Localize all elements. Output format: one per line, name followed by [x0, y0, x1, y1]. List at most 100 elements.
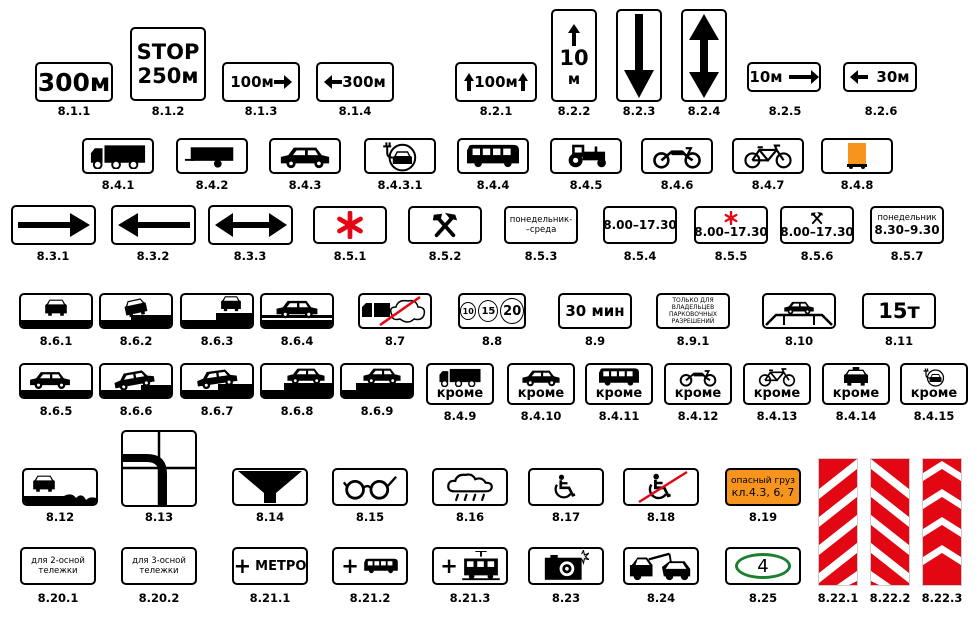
- caption-8-12: 8.12: [45, 510, 75, 524]
- caption-8-2-4: 8.2.4: [687, 104, 721, 118]
- sign-8-5-7: понедельник 8.30–9.30: [870, 206, 944, 244]
- car-icon: [519, 367, 563, 387]
- blind-pedestrians-icon: [342, 473, 398, 501]
- caption-8-5-1: 8.5.1: [333, 249, 367, 263]
- except-label: кроме: [832, 386, 880, 401]
- caption-8-18: 8.18: [646, 510, 676, 524]
- caption-8-8: 8.8: [481, 334, 503, 348]
- sign-8-5-1: [313, 206, 387, 244]
- sign-8-4-2: [176, 138, 248, 174]
- sign-8-8: 10 15 20: [458, 293, 526, 329]
- trailer-icon: [183, 143, 241, 169]
- truck-icon: [89, 143, 147, 169]
- caption-8-24: 8.24: [646, 591, 676, 605]
- obstacle-marker-icon: [923, 459, 961, 585]
- sign-8-13: [121, 430, 197, 507]
- caption-8-6-4: 8.6.4: [280, 334, 314, 348]
- sign-text: 10м: [749, 68, 783, 86]
- caption-8-9: 8.9: [584, 334, 606, 348]
- except-label: кроме: [436, 386, 484, 401]
- sign-8-4-14: кроме: [822, 363, 890, 405]
- sign-8-1-4: 300м: [316, 62, 394, 102]
- hammers-icon: [431, 211, 459, 239]
- sign-line1: понедельник: [877, 213, 937, 223]
- caption-8-22-3: 8.22.3: [921, 591, 963, 605]
- inspection-ramp-icon: [765, 301, 833, 326]
- sign-text: 300м: [37, 67, 111, 97]
- caption-8-4-4: 8.4.4: [476, 178, 510, 192]
- caption-8-21-3: 8.21.3: [449, 591, 491, 605]
- arrow-up-icon: [464, 73, 475, 91]
- sign-text: 30м: [876, 68, 910, 86]
- lane-arrow-down-icon: [238, 471, 302, 503]
- sign-8-16: [432, 468, 508, 506]
- caption-8-20-1: 8.20.1: [37, 591, 79, 605]
- except-disabled-icon: [638, 470, 688, 504]
- caption-8-4-9: 8.4.9: [443, 409, 477, 423]
- sign-8-14: [232, 468, 308, 506]
- caption-8-5-6: 8.5.6: [800, 249, 834, 263]
- caption-8-4-13: 8.4.13: [756, 409, 798, 423]
- arrow-left-icon: [117, 213, 190, 237]
- sign-8-18: [623, 468, 699, 506]
- arrow-right-icon: [273, 75, 292, 89]
- sign-line1: STOP: [136, 40, 200, 64]
- sign-8-4-13: кроме: [743, 363, 811, 405]
- arrow-right-icon: [788, 70, 819, 84]
- time-to: 9.30: [910, 223, 940, 237]
- bicycle-icon: [742, 143, 794, 169]
- sign-8-9-1: только для владельцев парковочных разреш…: [656, 293, 730, 329]
- caption-8-15: 8.15: [355, 510, 385, 524]
- truck-icon: [438, 367, 482, 387]
- caption-8-22-1: 8.22.1: [817, 591, 859, 605]
- tram-icon: [462, 551, 500, 581]
- sign-8-4-5: [550, 138, 622, 174]
- caption-8-1-3: 8.1.3: [244, 104, 278, 118]
- caption-8-5-5: 8.5.5: [714, 249, 748, 263]
- sign-8-5-2: [408, 206, 482, 244]
- sign-line1: только для: [672, 297, 714, 304]
- sign-8-9: 30 мин: [558, 293, 632, 329]
- time-from: 8.00: [603, 218, 633, 232]
- sign-line1: понедельник-: [509, 215, 573, 225]
- sign-8-2-2: 10 м: [551, 9, 597, 102]
- parking-curb-icon: [101, 297, 171, 327]
- sign-8-5-3: понедельник- –среда: [504, 206, 578, 244]
- sign-8-4-3: [269, 138, 341, 174]
- caption-8-3-2: 8.3.2: [136, 249, 170, 263]
- sign-line1: для 3-осной: [132, 556, 186, 566]
- caption-8-4-12: 8.4.12: [677, 409, 719, 423]
- sign-8-6-3: [180, 293, 254, 329]
- caption-8-2-5: 8.2.5: [768, 104, 802, 118]
- caption-8-7: 8.7: [384, 334, 406, 348]
- sign-8-6-9: [340, 363, 414, 399]
- taxi-icon: [842, 367, 870, 387]
- hazard-plate-icon: [847, 143, 867, 169]
- sign-text: 30 мин: [565, 302, 625, 320]
- sign-8-2-5: 10м: [747, 62, 821, 92]
- arrow-up-icon: [517, 73, 528, 91]
- sign-text: МЕТРО: [255, 558, 307, 574]
- parking-curb-icon: [342, 368, 412, 397]
- caption-8-17: 8.17: [551, 510, 581, 524]
- arrow-down-icon: [624, 13, 654, 98]
- caption-8-1-4: 8.1.4: [338, 104, 372, 118]
- wheelchair-icon: [551, 473, 581, 501]
- bus-icon: [464, 143, 522, 169]
- motorcycle-icon: [651, 143, 703, 169]
- sign-8-21-2: +: [332, 547, 408, 585]
- caption-8-10: 8.10: [784, 334, 814, 348]
- sign-8-22-1: [818, 458, 858, 586]
- parking-curb-icon: [21, 299, 91, 327]
- caption-8-4-5: 8.4.5: [569, 178, 603, 192]
- caption-8-2-3: 8.2.3: [622, 104, 656, 118]
- sign-8-4-12: кроме: [664, 363, 732, 405]
- plus-icon: +: [341, 554, 359, 578]
- sign-8-21-1: + МЕТРО: [232, 547, 308, 585]
- bus-icon: [597, 367, 641, 387]
- obstacle-marker-icon: [871, 459, 909, 585]
- caption-8-6-6: 8.6.6: [119, 404, 153, 418]
- sign-8-6-6: [99, 363, 173, 399]
- caption-8-4-11: 8.4.11: [598, 409, 640, 423]
- sign-8-4-8: [821, 138, 893, 174]
